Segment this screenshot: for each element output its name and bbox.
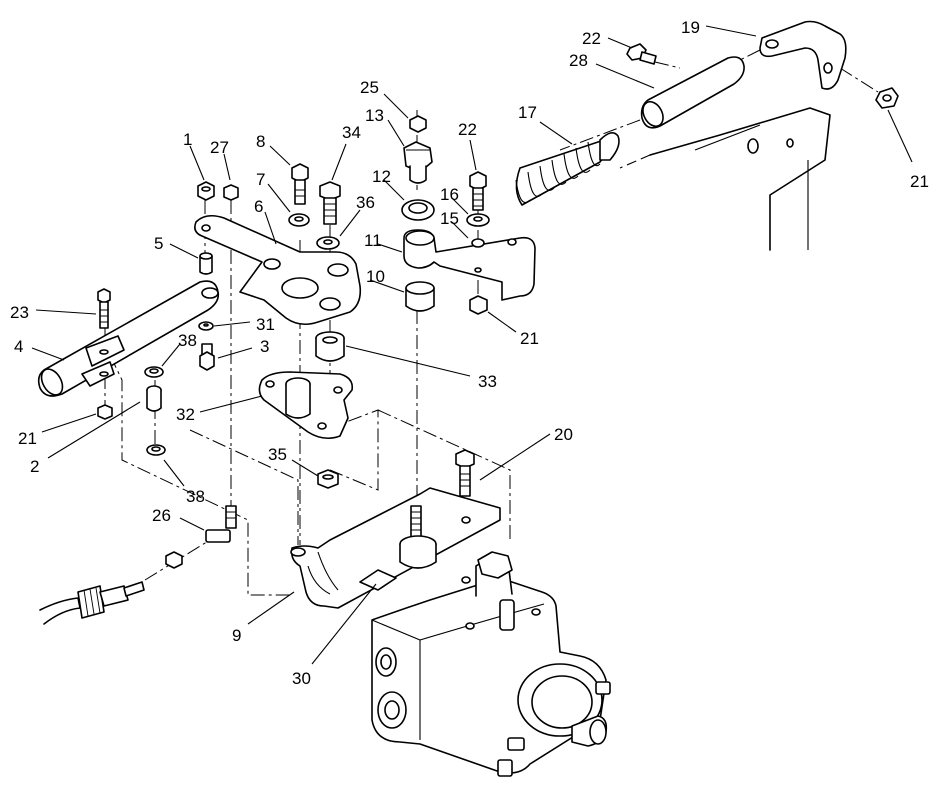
callout-34: 34 <box>342 123 361 142</box>
lockwasher-15 <box>471 238 485 248</box>
callout-27: 27 <box>210 138 229 157</box>
washer-7 <box>288 213 310 227</box>
callout-25: 25 <box>360 78 379 97</box>
callout-26: 26 <box>152 506 171 525</box>
washer-16 <box>466 213 490 227</box>
callout-28: 28 <box>569 51 588 70</box>
callout-5: 5 <box>154 234 163 253</box>
washer-38-upper <box>144 366 164 378</box>
cable-assembly <box>39 551 183 625</box>
nut-27 <box>223 184 239 201</box>
callout-22: 22 <box>458 120 477 139</box>
plate-6 <box>194 214 362 326</box>
bushing-33 <box>315 331 345 362</box>
spacer-2 <box>146 385 162 412</box>
spacer-5 <box>199 252 213 275</box>
callout-21: 21 <box>520 329 539 348</box>
pin-28 <box>640 56 745 129</box>
pump-body <box>371 551 611 777</box>
arm-11 <box>403 229 536 301</box>
base-bracket-9 <box>290 487 501 609</box>
callout-3: 3 <box>260 337 269 356</box>
bushing-10 <box>405 281 435 312</box>
bolt-34 <box>319 181 341 225</box>
bolt-22-center <box>469 171 487 211</box>
bolt-20 <box>455 449 475 497</box>
nut-21-left <box>97 404 113 420</box>
callout-23: 23 <box>10 303 29 322</box>
frame-mount-plate <box>619 107 831 251</box>
callout-32: 32 <box>176 405 195 424</box>
callout-33: 33 <box>478 372 497 391</box>
callout-17: 17 <box>518 103 537 122</box>
washer-36 <box>316 236 340 250</box>
callout-7: 7 <box>256 170 265 189</box>
leader-lines <box>31 25 913 665</box>
bolt-22-top <box>626 43 657 65</box>
nut-25 <box>409 115 427 133</box>
callout-6: 6 <box>254 197 263 216</box>
callout-19: 19 <box>681 18 700 37</box>
callout-35: 35 <box>268 445 287 464</box>
nut-35 <box>317 469 339 489</box>
spring-17 <box>515 132 620 206</box>
bolt-8 <box>291 163 309 205</box>
fitting-26 <box>205 505 237 543</box>
callout-13: 13 <box>365 106 384 125</box>
callout-labels: 1 27 8 34 7 6 36 25 13 12 22 16 15 11 10… <box>10 18 929 688</box>
callout-10: 10 <box>366 267 385 286</box>
bolt-23 <box>97 288 111 329</box>
callout-21-right: 21 <box>910 172 929 191</box>
plate-32 <box>258 371 354 440</box>
callout-1: 1 <box>183 130 192 149</box>
washer-38-lower <box>146 444 166 456</box>
stud-collar <box>399 505 437 569</box>
callout-4: 4 <box>14 337 23 356</box>
callout-31: 31 <box>256 315 275 334</box>
callout-9: 9 <box>232 626 241 645</box>
hex-cap-13 <box>403 141 433 184</box>
callout-8: 8 <box>256 132 265 151</box>
callout-16: 16 <box>440 185 459 204</box>
washer-31 <box>198 321 214 331</box>
callout-21-left: 21 <box>18 429 37 448</box>
washer-12 <box>401 199 435 221</box>
lever-bracket-19 <box>759 20 847 90</box>
callout-30: 30 <box>292 669 311 688</box>
callout-12: 12 <box>372 167 391 186</box>
callout-38-lower: 38 <box>186 487 205 506</box>
callout-11: 11 <box>364 231 382 250</box>
nut-21-center <box>469 295 488 315</box>
callout-2: 2 <box>30 457 39 476</box>
callout-36: 36 <box>356 193 375 212</box>
callout-38-upper: 38 <box>178 331 197 350</box>
callout-15: 15 <box>440 209 459 228</box>
rod-4 <box>37 280 220 397</box>
callout-20: 20 <box>554 425 573 444</box>
nut-21-right <box>875 87 899 109</box>
fitting-3 <box>199 343 215 371</box>
nut-1 <box>197 181 215 201</box>
callout-22-top: 22 <box>582 29 601 48</box>
